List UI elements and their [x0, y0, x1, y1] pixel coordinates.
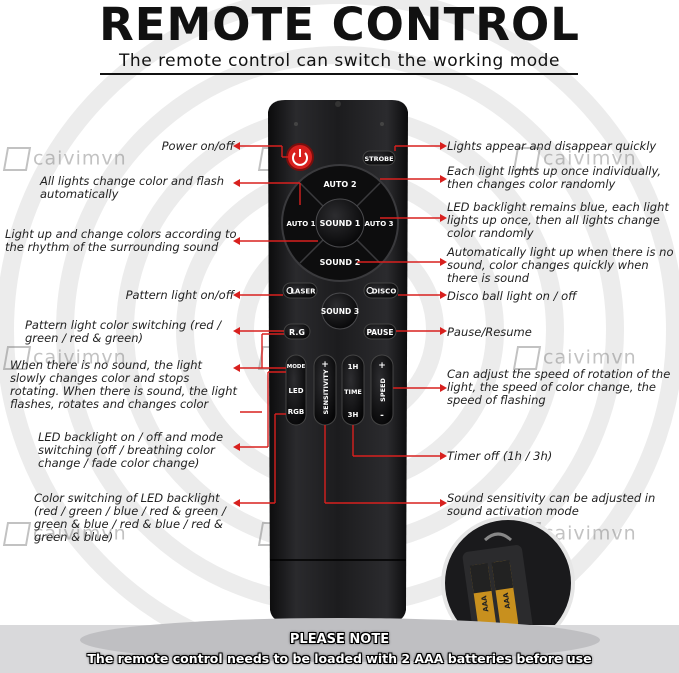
time-rocker[interactable]: 1H TIME 3H	[341, 354, 365, 426]
svg-text:3H: 3H	[348, 411, 359, 419]
sound2-button[interactable]: SOUND 2	[320, 258, 361, 267]
sensitivity-rocker[interactable]: + SENSITIVITY	[313, 354, 337, 426]
svg-text:TIME: TIME	[344, 388, 362, 396]
label-auto1: All lights change color and flash automa…	[40, 174, 225, 201]
page-subtitle: The remote control can switch the workin…	[119, 51, 560, 71]
note-title: PLEASE NOTE	[289, 632, 390, 647]
power-button[interactable]	[286, 143, 314, 171]
battery-label: AAA	[502, 592, 512, 610]
page-title: REMOTE CONTROL	[99, 0, 580, 51]
label-auto3: LED backlight remains blue, each light l…	[447, 200, 669, 240]
svg-text:LASER: LASER	[290, 288, 316, 296]
svg-text:PAUSE: PAUSE	[367, 328, 394, 337]
battery-label: AAA	[480, 595, 490, 613]
watermark: caivimvn	[2, 147, 127, 171]
label-disco: Disco ball light on / off	[447, 289, 577, 303]
svg-text:RGB: RGB	[288, 408, 304, 416]
power-icon	[286, 287, 294, 294]
svg-text:+: +	[378, 361, 386, 371]
note-body: The remote control needs to be loaded wi…	[87, 651, 592, 666]
svg-text:+: +	[321, 360, 329, 370]
auto-sound-cluster	[281, 164, 399, 282]
laser-button[interactable]: LASER	[282, 282, 318, 299]
label-led-mode: LED backlight on / off and mode switchin…	[38, 430, 224, 470]
watermark: caivimvn	[2, 522, 127, 546]
speed-rocker[interactable]: + SPEED -	[370, 354, 394, 426]
label-sound2: Automatically light up when there is no …	[447, 245, 674, 285]
auto3-button[interactable]: AUTO 3	[365, 220, 394, 228]
svg-text:SENSITIVITY: SENSITIVITY	[322, 369, 330, 414]
label-sensitivity: Sound sensitivity can be adjusted in sou…	[447, 491, 656, 518]
rg-button[interactable]: R.G	[283, 323, 311, 340]
subtitle-underline	[100, 73, 578, 75]
power-icon	[366, 287, 374, 294]
watermark: caivimvn	[2, 346, 127, 370]
svg-text:LED: LED	[288, 387, 303, 395]
label-auto2: Each light lights up once individually, …	[447, 164, 662, 191]
sound1-button[interactable]: SOUND 1	[320, 219, 361, 228]
callout-arrows	[233, 142, 447, 507]
strobe-button[interactable]: STROBE	[362, 150, 396, 166]
disco-button[interactable]: DISCO	[363, 282, 399, 299]
svg-text:-: -	[380, 411, 384, 421]
label-strobe: Lights appear and disappear quickly	[447, 139, 657, 153]
callout-lines	[236, 145, 440, 504]
watermark: caivimvn	[512, 346, 637, 370]
label-speed: Can adjust the speed of rotation of the …	[447, 367, 671, 407]
watermark: caivimvn	[512, 522, 637, 546]
label-sound3: When there is no sound, the light slowly…	[10, 358, 238, 411]
svg-text:STROBE: STROBE	[364, 155, 393, 163]
auto1-button[interactable]: AUTO 1	[287, 220, 316, 228]
led-mode-rocker[interactable]: MODE LED RGB	[285, 354, 307, 426]
watermark: caivimvn	[512, 147, 637, 171]
svg-text:MODE: MODE	[287, 364, 306, 370]
pause-button[interactable]: PAUSE	[363, 323, 397, 340]
label-rg: Pattern light color switching (red / gre…	[25, 318, 222, 345]
svg-text:DISCO: DISCO	[372, 288, 397, 296]
svg-text:1H: 1H	[348, 363, 359, 371]
label-time: Timer off (1h / 3h)	[447, 449, 553, 463]
label-power: Power on/off	[161, 139, 234, 153]
label-pause: Pause/Resume	[447, 325, 532, 339]
auto2-button[interactable]: AUTO 2	[323, 180, 356, 189]
svg-text:R.G: R.G	[289, 328, 305, 337]
svg-text:SPEED: SPEED	[379, 378, 387, 402]
label-rgb: Color switching of LED backlight (red / …	[34, 491, 226, 544]
label-laser: Pattern light on/off	[125, 288, 234, 302]
label-sound1: Light up and change colors according to …	[5, 227, 237, 254]
svg-text:SOUND 3: SOUND 3	[321, 307, 359, 316]
sound3-button[interactable]: SOUND 3	[321, 292, 359, 330]
